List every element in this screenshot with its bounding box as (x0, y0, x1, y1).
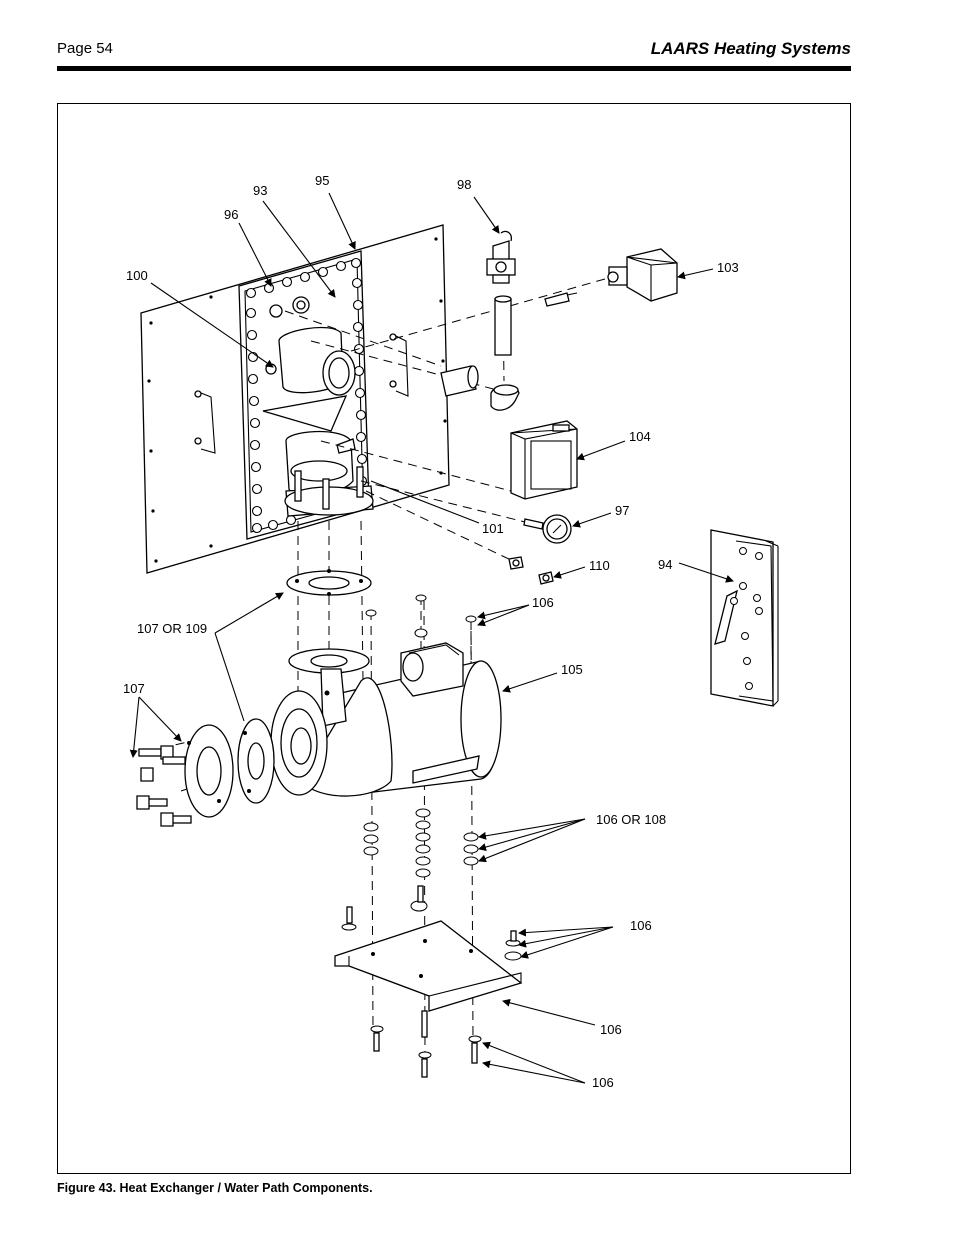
callout-104: 104 (629, 429, 651, 444)
callout-103: 103 (717, 260, 739, 275)
callout-106-right: 106 (630, 918, 652, 933)
bracket-94-details (714, 540, 779, 707)
control-box (510, 420, 578, 500)
callout-106-top: 106 (532, 595, 554, 610)
temperature-gauge (523, 514, 572, 544)
pump-motor (270, 642, 502, 797)
header-piping (262, 326, 374, 517)
callout-93: 93 (253, 183, 267, 198)
exploded-parts-diagram: 95 93 96 98 100 103 104 97 101 110 94 10… (123, 173, 779, 1090)
base-plate (334, 920, 523, 1012)
flow-switch (544, 248, 678, 307)
figure-caption: Figure 43. Heat Exchanger / Water Path C… (57, 1181, 373, 1195)
callout-95: 95 (315, 173, 329, 188)
leader-lines (129, 192, 734, 1084)
callout-98: 98 (457, 177, 471, 192)
pipe-fittings (440, 365, 520, 411)
side-flange-assembly (136, 718, 275, 827)
header-plate (238, 250, 370, 540)
brand-title: LAARS Heating Systems (650, 39, 851, 58)
callout-106-base: 106 (600, 1022, 622, 1037)
callout-106-or-108: 106 OR 108 (596, 812, 666, 827)
callout-106-bottom: 106 (592, 1075, 614, 1090)
callout-101: 101 (482, 521, 504, 536)
header-rule (57, 66, 851, 71)
callout-107-or-109: 107 OR 109 (137, 621, 207, 636)
flange-gasket-top (286, 529, 774, 707)
callout-110: 110 (589, 558, 610, 573)
relief-valve (486, 230, 516, 356)
callout-107: 107 (123, 681, 145, 696)
callout-97: 97 (615, 503, 629, 518)
callout-105: 105 (561, 662, 583, 677)
page-number: Page 54 (57, 40, 113, 57)
callout-labels: 95 93 96 98 100 103 104 97 101 110 94 10… (123, 173, 739, 1090)
fitting-nuts (508, 556, 554, 585)
callout-100: 100 (126, 268, 148, 283)
callout-96: 96 (224, 207, 238, 222)
callout-94: 94 (658, 557, 672, 572)
figure-frame: 95 93 96 98 100 103 104 97 101 110 94 10… (57, 103, 851, 1174)
bracket-94 (710, 529, 774, 707)
